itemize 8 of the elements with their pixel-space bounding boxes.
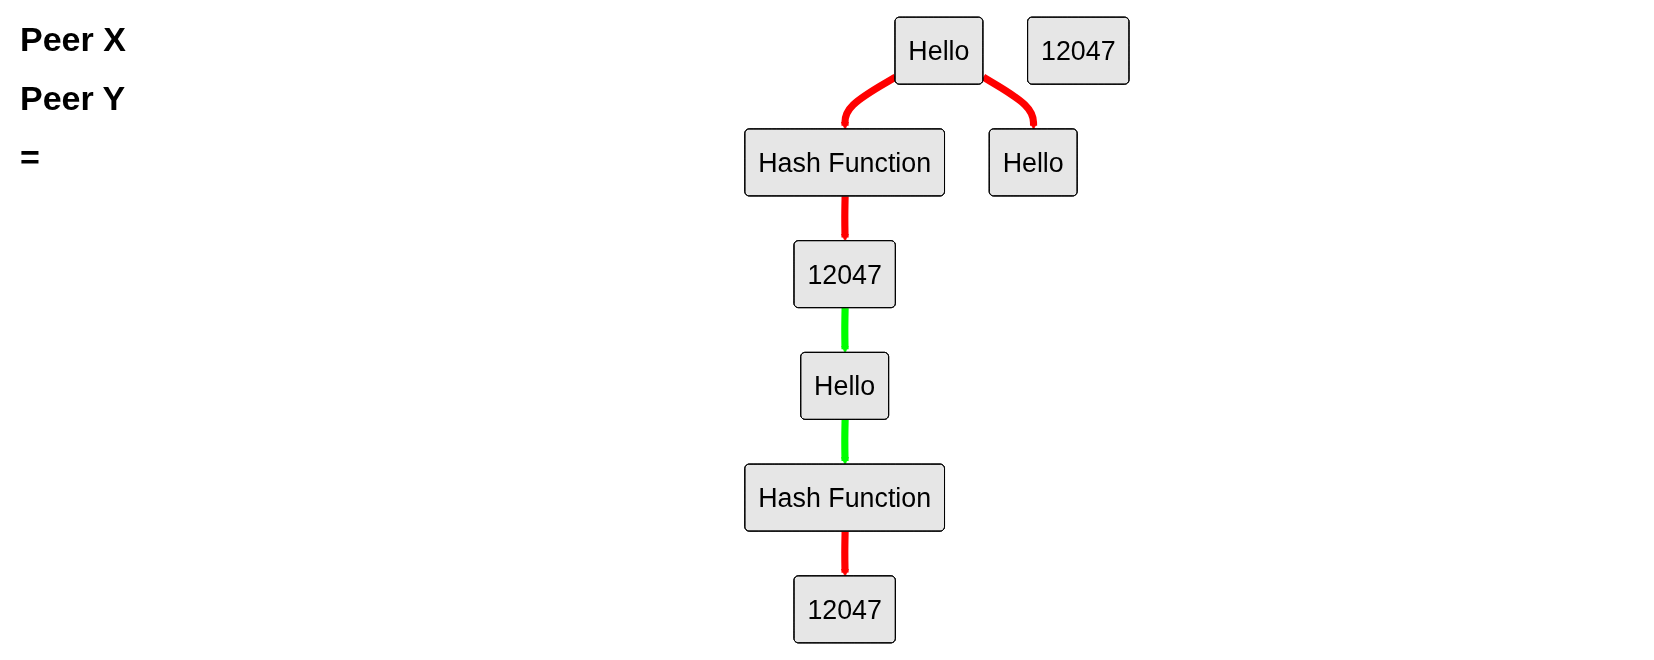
arrow [841, 531, 849, 577]
label-text: Peer X [20, 20, 127, 59]
label-text: Peer Y [20, 79, 127, 118]
arrow [841, 419, 849, 465]
arrow [841, 196, 849, 242]
label-text: = [20, 138, 41, 177]
arrow [981, 74, 1038, 130]
arrow [841, 308, 849, 354]
